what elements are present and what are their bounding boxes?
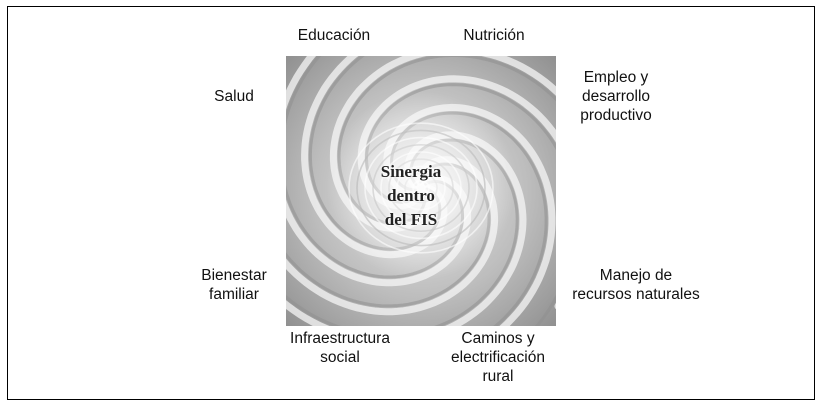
label-educacion: Educación xyxy=(297,27,371,44)
center-title: Sinergia dentro del FIS xyxy=(380,162,442,229)
label-empleo: Empleo y desarrollo productivo xyxy=(580,69,652,124)
label-infraestructura: Infraestructura social xyxy=(290,330,390,366)
label-manejo: Manejo de recursos naturales xyxy=(572,267,700,303)
swirl-image xyxy=(286,56,556,326)
label-caminos: Caminos y electrificación rural xyxy=(451,330,545,385)
label-salud: Salud xyxy=(214,88,254,105)
label-bienestar: Bienestar familiar xyxy=(201,267,267,303)
label-nutricion: Nutrición xyxy=(463,27,525,44)
